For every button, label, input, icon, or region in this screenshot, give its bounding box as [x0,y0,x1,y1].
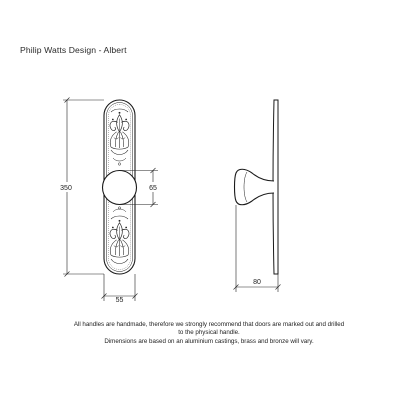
width-dimension [101,274,138,301]
projection-dimension [233,205,281,292]
bottom-ornament [109,206,130,264]
note-line-2: to the physical handle. [178,329,240,337]
projection-label: 80 [253,279,261,286]
width-label: 55 [116,297,124,304]
backplate-side [272,99,279,275]
note-line-3: Dimensions are based on an aluminium cas… [104,337,314,345]
front-view [101,99,138,275]
knob-diameter-label: 65 [149,185,157,192]
knob-side-profile [233,168,275,206]
side-view [233,99,279,275]
notes-block: All handles are handmade, therefore we s… [44,321,374,346]
knob-front [101,169,138,206]
height-label: 350 [60,185,72,192]
note-line-1: All handles are handmade, therefore we s… [73,321,345,328]
drawing-title: Philip Watts Design - Albert [20,45,127,55]
top-ornament [109,108,130,166]
